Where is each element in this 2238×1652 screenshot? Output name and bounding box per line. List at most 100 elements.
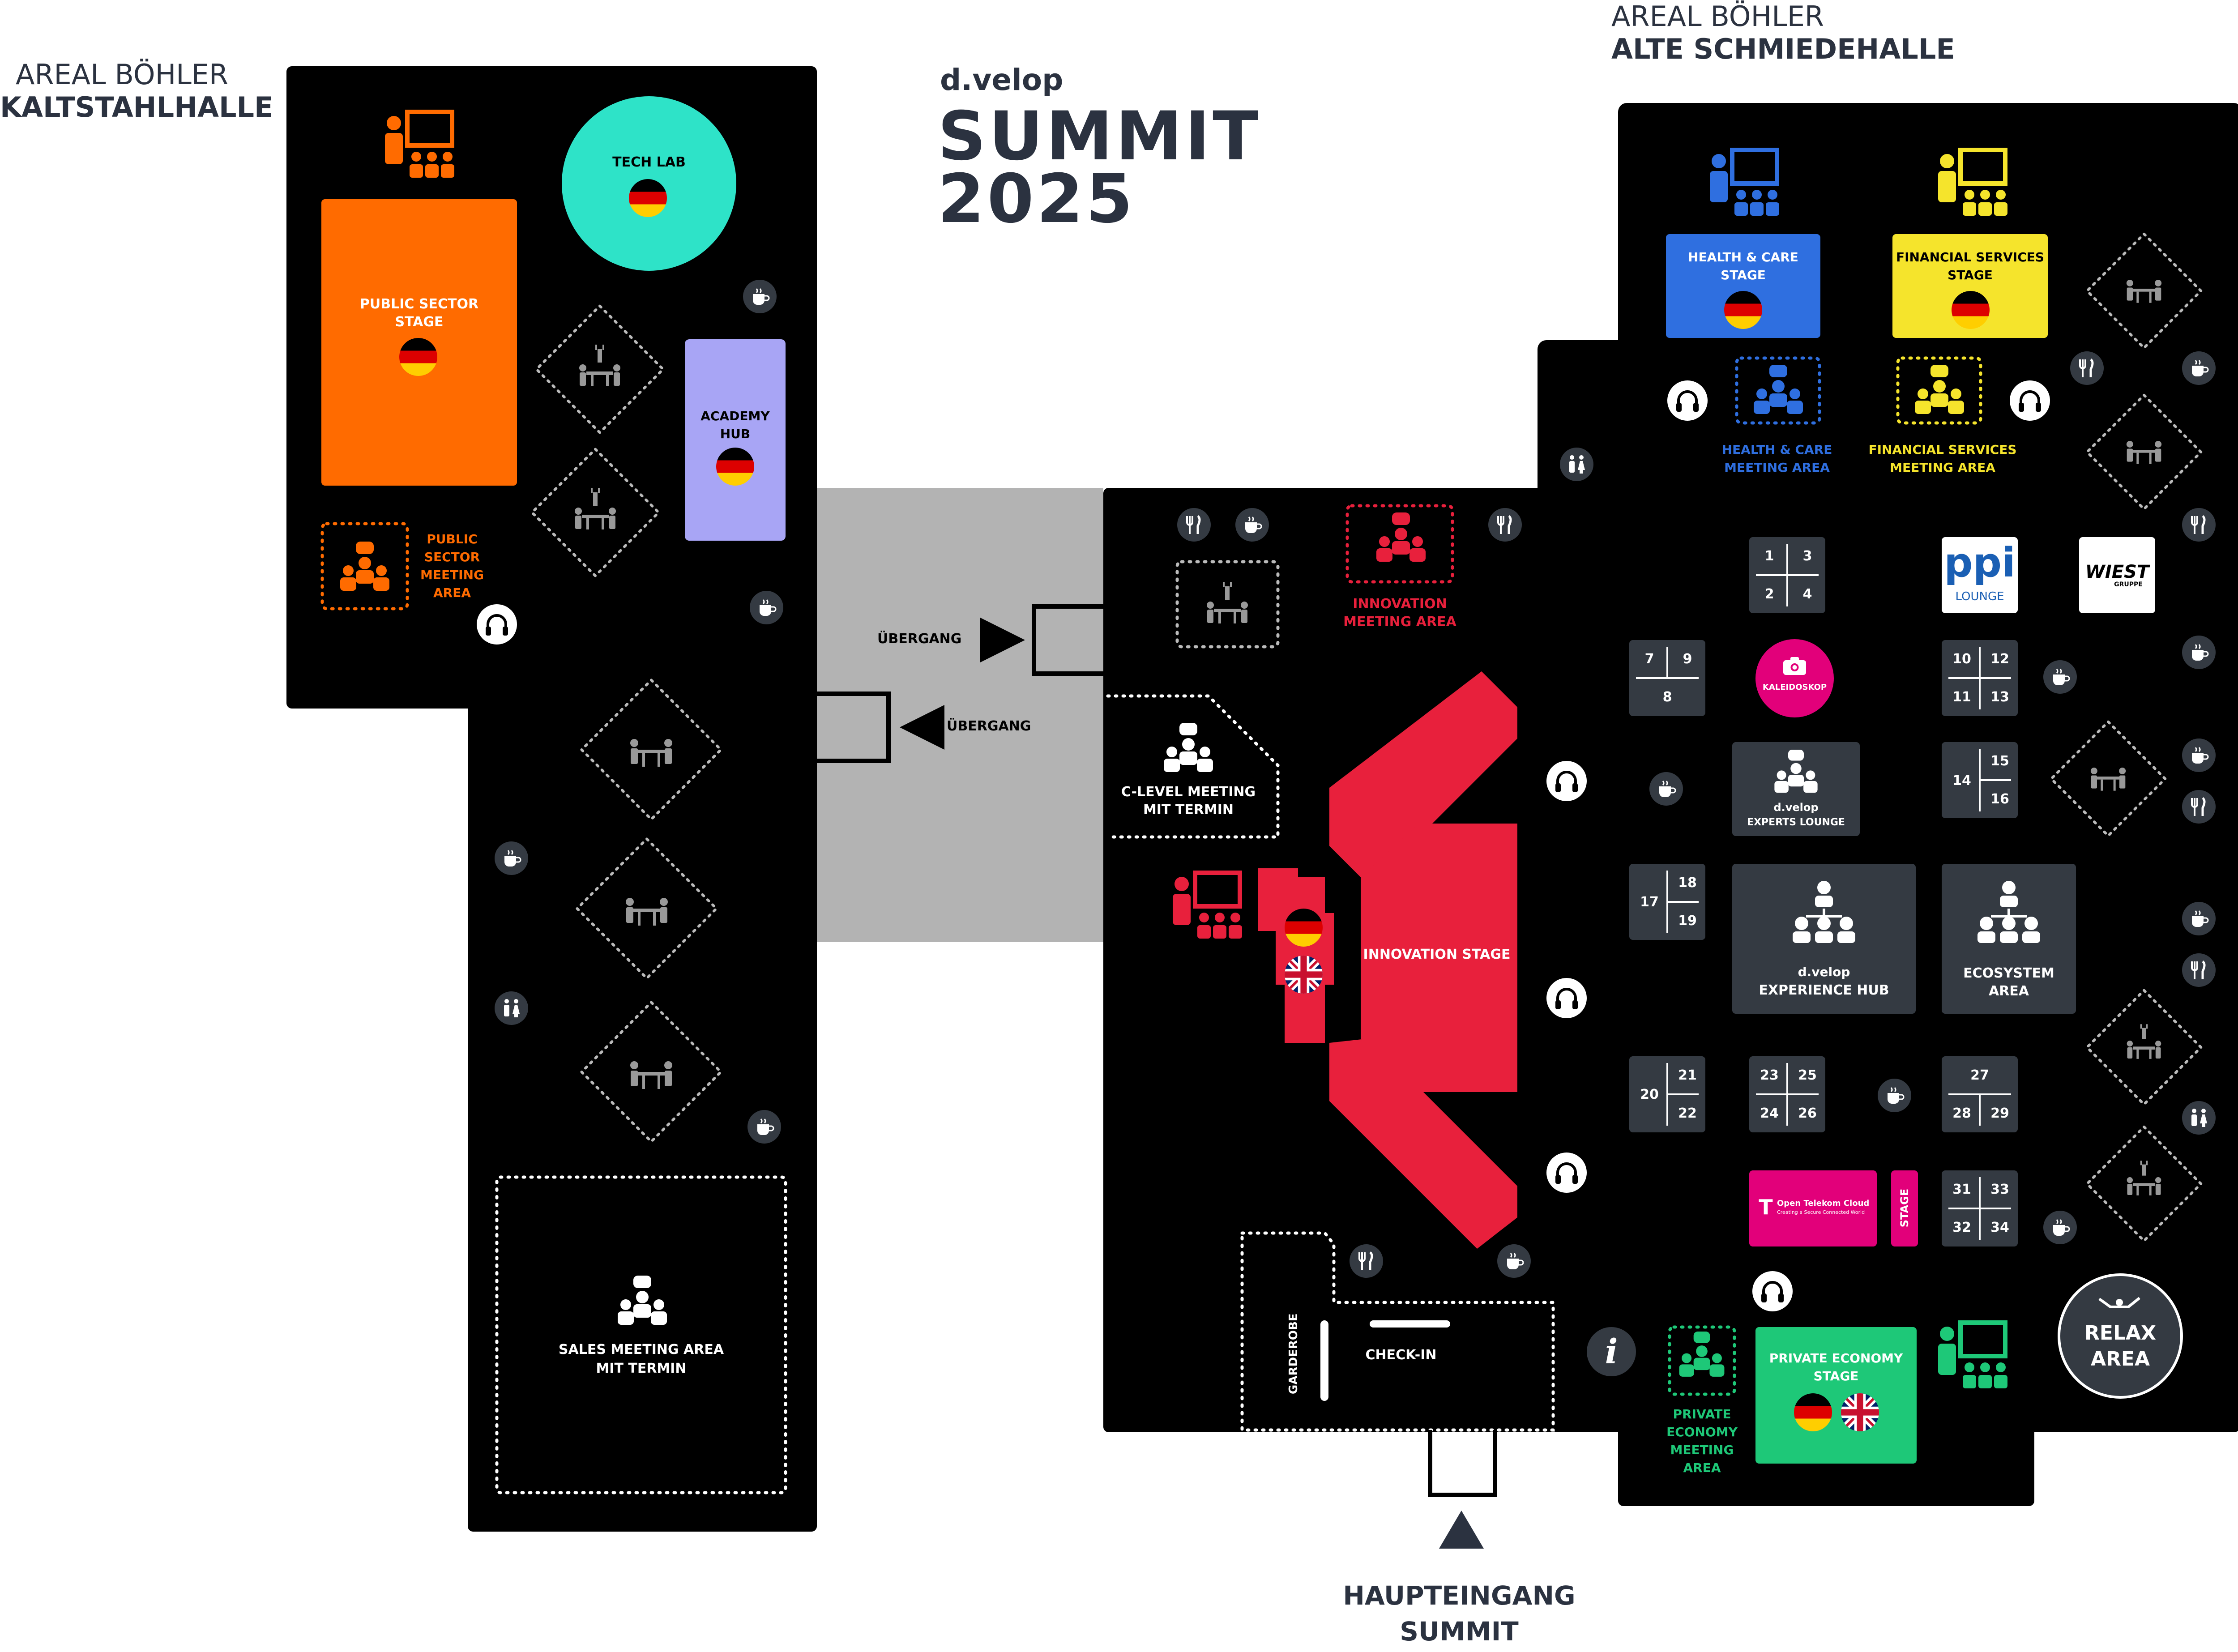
booth-number: 26 [1798, 1106, 1817, 1121]
left-hall-line2: KALTSTAHLHALLE [0, 91, 273, 124]
innovation-stage-shape-bottom [1329, 1038, 1517, 1249]
innovation-meeting-label: INNOVATION MEETING AREA [1343, 596, 1456, 630]
network-icon [1790, 879, 1858, 951]
info-label: i [1605, 1332, 1618, 1371]
left-hall-line1: AREAL BÖHLER [16, 58, 228, 91]
ppi-lounge-label: LOUNGE [1955, 590, 2004, 603]
charging-icon [1200, 577, 1254, 631]
checkin-counter [1370, 1320, 1450, 1328]
coffee-icon [1497, 1244, 1531, 1278]
experts-lounge-label: EXPERTS LOUNGE [1747, 817, 1845, 828]
meeting-icon [1675, 1332, 1729, 1381]
flag-de-icon [1285, 909, 1323, 947]
telekom-stage[interactable] [1891, 1170, 1918, 1246]
booth-number: 16 [1990, 791, 2009, 807]
coffee-icon [2182, 738, 2216, 772]
booth-number: 33 [1990, 1182, 2009, 1197]
presenter-icon [1934, 148, 2012, 222]
academy-hub-label: ACADEMY HUB [700, 409, 770, 441]
coffee-icon [2043, 1211, 2077, 1244]
ecosystem-label: ECOSYSTEM AREA [1963, 965, 2054, 999]
flag-de-icon [1794, 1393, 1832, 1431]
health-care-stage-label: HEALTH & CARE STAGE [1688, 250, 1798, 282]
passage-doors [817, 604, 1497, 1497]
booth-number: 8 [1662, 689, 1672, 705]
lounge-table-icon [624, 1045, 678, 1099]
coffee-icon [1878, 1079, 1911, 1112]
coffee-icon [2182, 902, 2216, 935]
presenter-icon [1168, 871, 1247, 944]
dotted-diamonds [530, 232, 2203, 1243]
booth-number: 32 [1952, 1220, 1971, 1235]
meeting-icon [1910, 365, 1969, 418]
booth-number: 9 [1683, 651, 1692, 667]
right-hall-annex [1538, 340, 1654, 501]
lounge-table-icon [2122, 266, 2166, 311]
passage-arrows [900, 618, 1484, 1549]
food-icon [2182, 790, 2216, 824]
lounge-table-icon [2122, 427, 2166, 472]
right-hall-title: AREAL BÖHLER ALTE SCHMIEDEHALLE [1611, 0, 1969, 65]
meeting-icon [613, 1276, 671, 1329]
academy-hub[interactable] [685, 339, 786, 541]
flag-de-icon [399, 338, 437, 376]
booth-number: 15 [1990, 753, 2009, 769]
open-telekom-label: Open Telekom Cloud [1777, 1199, 1870, 1208]
booth-number: 17 [1640, 894, 1659, 910]
info-icon[interactable] [1587, 1327, 1636, 1376]
headphones-icon [2010, 380, 2050, 421]
food-icon [2070, 351, 2104, 385]
flag-de-icon [716, 448, 754, 486]
booth-number: 19 [1678, 913, 1697, 929]
booth-number: 11 [1952, 689, 1971, 705]
food-icon [2182, 953, 2216, 987]
meeting-icon [1749, 365, 1807, 418]
kaleidoskop[interactable] [1755, 639, 1834, 717]
booth-number: 13 [1990, 689, 2009, 705]
lounge-table-icon [2086, 754, 2131, 799]
booth-number: 31 [1952, 1182, 1971, 1197]
flag-de-icon [629, 179, 667, 217]
ppi-lounge[interactable] [1942, 537, 2018, 613]
relax-icon [2095, 1293, 2144, 1316]
wiest-booth[interactable] [2079, 537, 2155, 613]
kaleidoskop-label: KALEIDOSKOP [1762, 683, 1827, 692]
meeting-icon [1159, 723, 1217, 777]
coffee-icon [1649, 772, 1683, 806]
summit-title: SUMMIT 2025 [938, 103, 1261, 238]
restroom-icon [2182, 1101, 2216, 1135]
telekom-stage-label: STAGE [1898, 1188, 1911, 1228]
headphones-icon [1667, 380, 1708, 421]
meeting-icon [1770, 750, 1822, 797]
public-sector-stage-label: PUBLIC SECTOR STAGE [359, 296, 479, 330]
booth-number: 25 [1798, 1067, 1817, 1083]
innovation-stage-shape-mid [1361, 824, 1517, 1092]
private-economy-meeting-label: PRIVATE ECONOMY MEETING AREA [1666, 1407, 1738, 1475]
relax-area[interactable] [2058, 1273, 2183, 1399]
main-entrance-label: HAUPTEINGANG SUMMIT [1343, 1580, 1576, 1647]
food-icon [2182, 508, 2216, 542]
passage-area [817, 488, 1103, 942]
open-telekom-booth[interactable] [1749, 1170, 1877, 1246]
booth-number: 14 [1952, 773, 1971, 789]
camera-icon [1782, 656, 1807, 676]
health-care-meeting-label: HEALTH & CARE MEETING AREA [1721, 442, 1832, 475]
booth-number: 3 [1802, 548, 1812, 564]
booth-number: 24 [1760, 1106, 1779, 1121]
right-hall-line1: AREAL BÖHLER [1611, 0, 1824, 33]
flag-de-icon [1952, 291, 1990, 329]
coffee-icon [495, 841, 528, 875]
private-economy-stage[interactable] [1755, 1327, 1917, 1464]
coffee-icon [1235, 508, 1269, 542]
c-level-meeting-label: C-LEVEL MEETING MIT TERMIN [1121, 784, 1256, 818]
lounge-table-icon [624, 723, 678, 777]
summit-title-line2: 2025 [938, 160, 1136, 238]
uebergang-label: ÜBERGANG [947, 718, 1031, 734]
meeting-icon [1372, 512, 1430, 566]
dotted-zones [495, 560, 1555, 1494]
ppi-logo: ppi [1944, 539, 2016, 586]
coffee-icon [2182, 351, 2216, 385]
uebergang-label: ÜBERGANG [877, 631, 962, 647]
booth-number: 12 [1990, 651, 2009, 667]
